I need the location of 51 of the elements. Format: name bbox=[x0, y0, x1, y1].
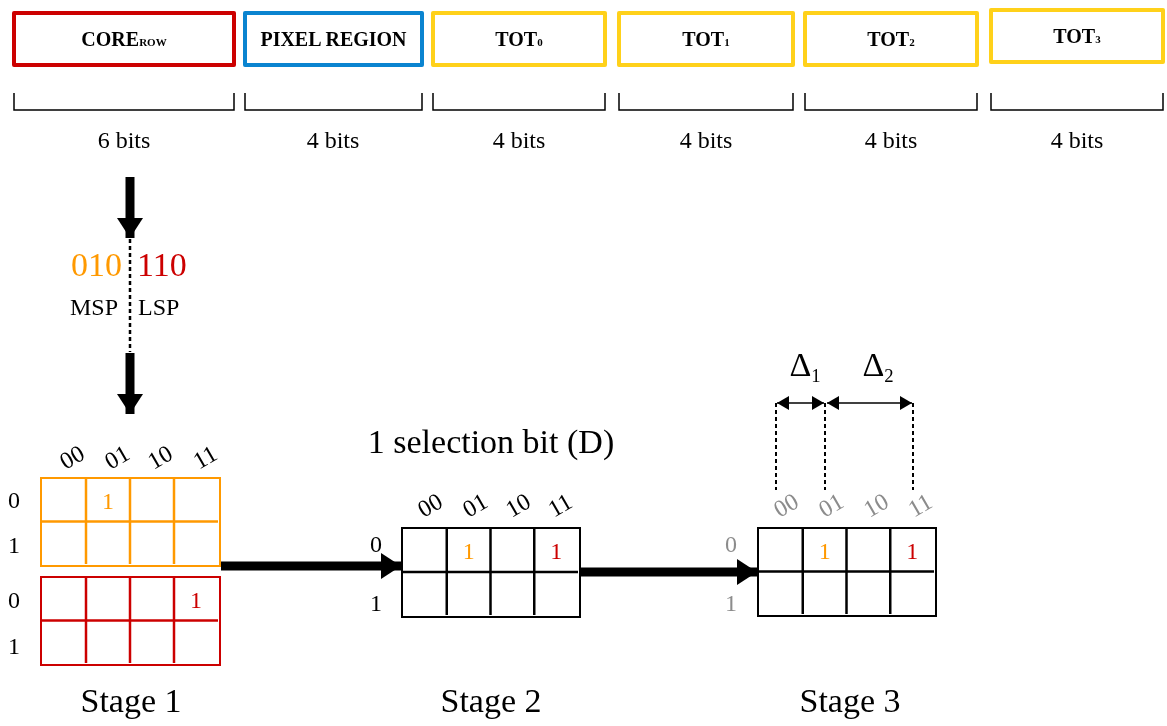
cell-value: 1 bbox=[905, 539, 920, 563]
bit-width-label: 6 bits bbox=[97, 128, 151, 152]
cell-value: 1 bbox=[101, 489, 115, 513]
row-label: 1 bbox=[725, 591, 737, 615]
bit-pattern: 010 bbox=[71, 248, 122, 282]
row-label: 1 bbox=[8, 533, 20, 557]
bit-width-label: 4 bits bbox=[679, 128, 733, 152]
row-label: 0 bbox=[8, 488, 20, 512]
cell-value: 1 bbox=[189, 588, 203, 612]
bit-pattern: 110 bbox=[137, 248, 187, 282]
bit-width-label: 4 bits bbox=[492, 128, 546, 152]
map-grid bbox=[40, 576, 221, 666]
column-label: 00 bbox=[413, 488, 447, 522]
cell-value: 1 bbox=[549, 539, 564, 563]
row-label: 0 bbox=[725, 532, 737, 556]
row-label: 1 bbox=[8, 634, 20, 658]
bit-field: PIXEL REGION bbox=[243, 11, 424, 67]
cell-value: 1 bbox=[817, 539, 832, 563]
column-label: 01 bbox=[458, 488, 492, 522]
column-label: 01 bbox=[814, 488, 848, 522]
row-label: 0 bbox=[370, 532, 382, 556]
column-label: 10 bbox=[143, 440, 177, 474]
heading-label: 1 selection bit (D) bbox=[367, 425, 615, 459]
row-label: 1 bbox=[370, 591, 382, 615]
stage-caption: Stage 1 bbox=[80, 684, 182, 718]
column-label: 10 bbox=[501, 488, 535, 522]
arrow bbox=[221, 553, 401, 579]
column-label: 11 bbox=[189, 440, 221, 474]
stage-caption: Stage 3 bbox=[799, 684, 901, 718]
column-label: 01 bbox=[100, 440, 134, 474]
map-grid bbox=[40, 477, 221, 567]
arrow bbox=[117, 177, 143, 238]
row-label: 0 bbox=[8, 588, 20, 612]
map-grid bbox=[757, 527, 937, 617]
bit-width-label: 4 bits bbox=[1050, 128, 1104, 152]
bit-width-label: 4 bits bbox=[306, 128, 360, 152]
map-grid bbox=[401, 527, 581, 618]
delta-label: Δ$_{1}$ bbox=[789, 348, 821, 382]
column-label: 00 bbox=[55, 440, 89, 474]
column-label: 11 bbox=[904, 488, 936, 522]
delta-label: Δ$_{2}$ bbox=[862, 348, 894, 382]
arrow bbox=[581, 559, 757, 585]
bit-width-label: 4 bits bbox=[864, 128, 918, 152]
column-label: 10 bbox=[859, 488, 893, 522]
cell-value: 1 bbox=[461, 539, 476, 563]
stage-caption: Stage 2 bbox=[440, 684, 542, 718]
part-label: LSP bbox=[138, 295, 180, 319]
column-label: 00 bbox=[769, 488, 803, 522]
column-label: 11 bbox=[544, 488, 576, 522]
arrow bbox=[117, 353, 143, 414]
part-label: MSP bbox=[69, 295, 118, 319]
